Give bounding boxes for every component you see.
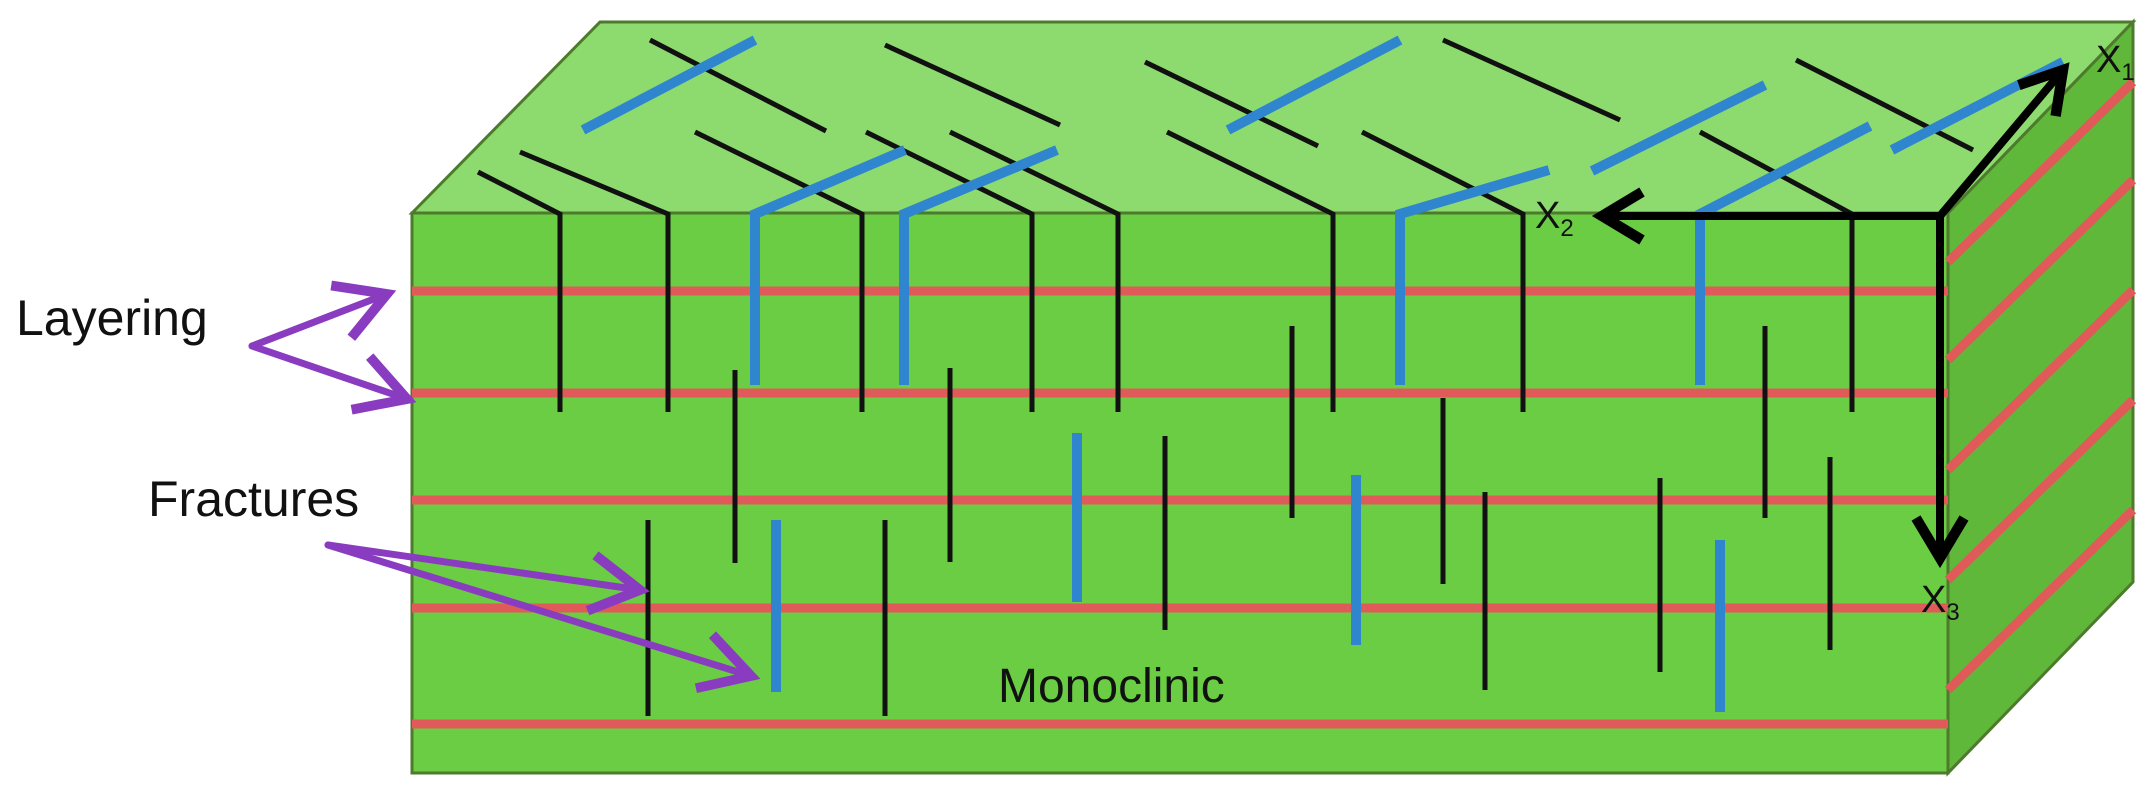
x1-axis-label: X1: [2096, 39, 2135, 86]
fracture-top-trace: [1794, 57, 1975, 153]
fracture-top-trace: [648, 37, 828, 134]
fracture-top-trace: [883, 42, 1062, 128]
fracture-blue: [899, 145, 1059, 385]
fracture-black: [476, 169, 563, 412]
x2-axis-label: X2: [1535, 195, 1574, 242]
layer-line-side: [1944, 176, 2137, 364]
fractures-label: Fractures: [148, 471, 359, 527]
layer-line-side: [1944, 396, 2137, 584]
pointer-arrows: [248, 280, 761, 694]
fractures-pointer-arrow: [324, 541, 650, 616]
fracture-black: [864, 129, 1035, 412]
fracture-black: [1360, 129, 1526, 412]
fracture-top-trace-blue: [1225, 35, 1403, 135]
layering-pointer-arrow: [248, 342, 417, 415]
fracture-blue: [1395, 165, 1551, 385]
layering-label: Layering: [16, 290, 208, 346]
black-fractures: [476, 37, 1975, 716]
fracture-black: [519, 149, 671, 412]
x3-axis-label: X3: [1921, 579, 1960, 626]
x1-axis-arrow: [1936, 62, 2070, 220]
fracture-top-trace-blue: [1589, 80, 1768, 176]
fracture-black: [948, 129, 1121, 412]
fractures-pointer-arrow: [324, 541, 761, 694]
fracture-top-trace-blue: [580, 35, 758, 135]
fracture-top-trace: [1441, 37, 1622, 123]
fracture-top-trace: [1143, 59, 1320, 149]
fracture-blue: [750, 145, 907, 385]
monoclinic-label: Monoclinic: [998, 660, 1225, 713]
layer-line-side: [1944, 506, 2137, 694]
layer-line-side: [1944, 78, 2137, 266]
coordinate-axes: [1591, 62, 2070, 569]
layering-pointer-arrow: [248, 280, 397, 350]
fracture-black: [693, 129, 865, 412]
layer-line-side: [1944, 286, 2137, 474]
fracture-black: [1165, 129, 1336, 412]
